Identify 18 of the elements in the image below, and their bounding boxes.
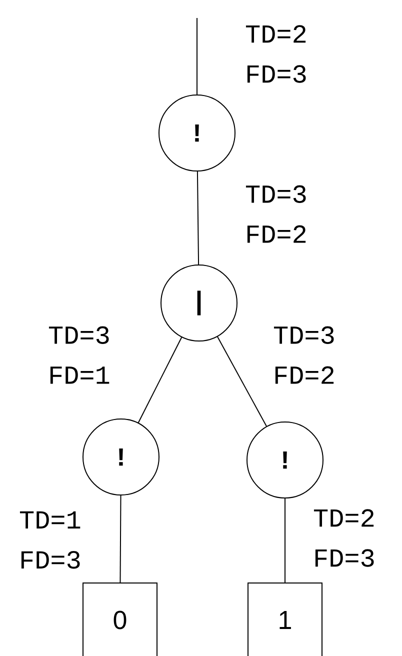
connector-line bbox=[196, 171, 200, 265]
edge-label: TD=2 FD=3 bbox=[312, 508, 390, 568]
edge-label: TD=2 FD=3 bbox=[244, 24, 322, 84]
edge-label: TD=1 FD=3 bbox=[18, 510, 96, 570]
edge-label: TD=3 FD=1 bbox=[47, 325, 125, 385]
connector-line bbox=[217, 336, 267, 427]
connector-line bbox=[120, 495, 122, 583]
circle-node: | bbox=[160, 264, 238, 342]
connector-line bbox=[138, 336, 182, 424]
leaf-box: 1 bbox=[248, 582, 322, 656]
leaf-box: 0 bbox=[82, 582, 158, 656]
edge-label: TD=3 FD=2 bbox=[244, 184, 322, 244]
edge-label: TD=3 FD=2 bbox=[272, 325, 350, 385]
connector-line bbox=[196, 18, 198, 95]
circle-node: ! bbox=[158, 94, 236, 172]
circle-node: ! bbox=[82, 418, 160, 496]
circle-node: ! bbox=[246, 422, 324, 498]
connector-line bbox=[284, 498, 286, 583]
